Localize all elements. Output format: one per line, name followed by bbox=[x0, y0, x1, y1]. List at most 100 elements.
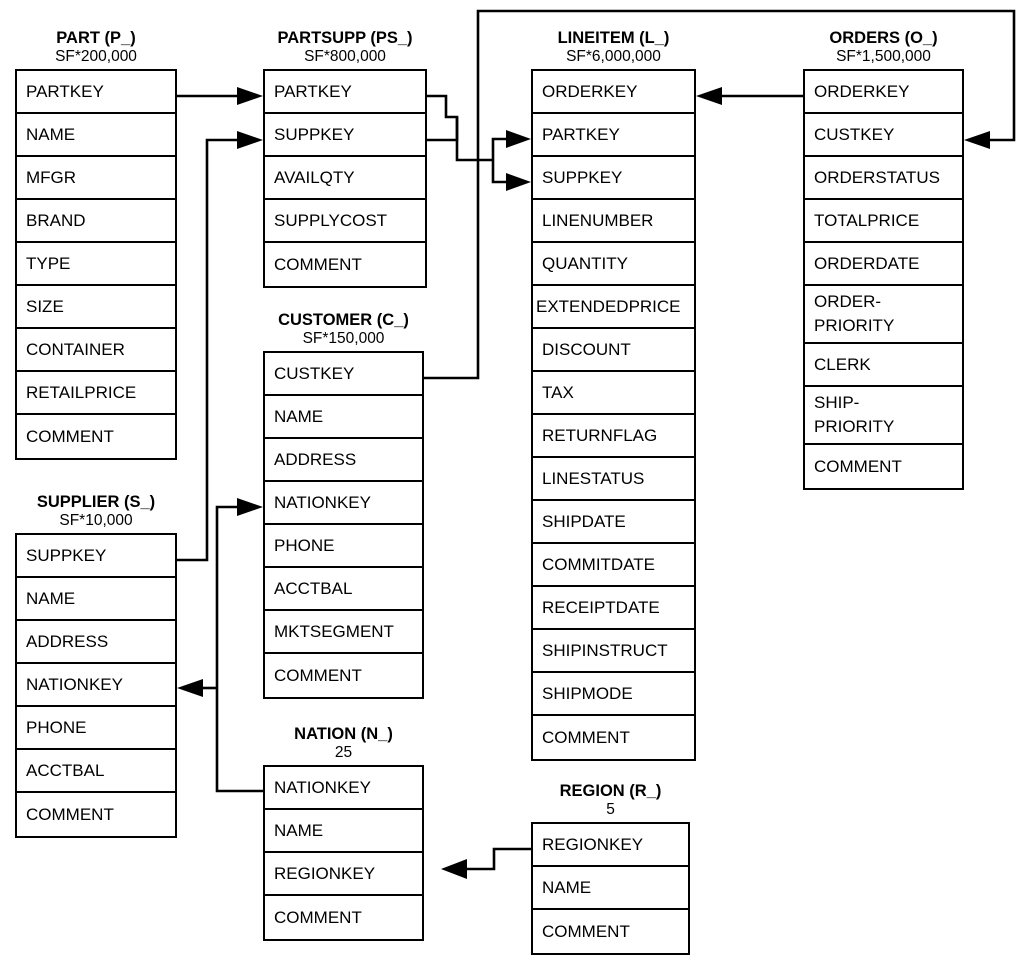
field-lineitem-returnflag: RETURNFLAG bbox=[533, 415, 694, 458]
entity-region: REGION (R_) 5 REGIONKEY NAME COMMENT bbox=[531, 781, 690, 955]
field-lineitem-shipinstruct: SHIPINSTRUCT bbox=[533, 630, 694, 673]
entity-supplier: SUPPLIER (S_) SF*10,000 SUPPKEY NAME ADD… bbox=[15, 492, 177, 838]
field-customer-comment: COMMENT bbox=[265, 654, 422, 697]
field-part-type: TYPE bbox=[17, 243, 175, 286]
field-lineitem-partkey: PARTKEY bbox=[533, 114, 694, 157]
field-orders-orderkey: ORDERKEY bbox=[805, 71, 962, 114]
field-supplier-comment: COMMENT bbox=[17, 793, 175, 836]
field-customer-nationkey: NATIONKEY bbox=[265, 482, 422, 525]
field-orders-custkey: CUSTKEY bbox=[805, 114, 962, 157]
field-supplier-suppkey: SUPPKEY bbox=[17, 535, 175, 578]
field-region-comment: COMMENT bbox=[533, 910, 688, 953]
field-lineitem-linenumber: LINENUMBER bbox=[533, 200, 694, 243]
entity-supplier-cardinality: SF*10,000 bbox=[59, 512, 133, 529]
entity-part-cardinality: SF*200,000 bbox=[55, 48, 137, 65]
entity-supplier-box: SUPPKEY NAME ADDRESS NATIONKEY PHONE ACC… bbox=[15, 533, 177, 838]
entity-partsupp-title: PARTSUPP (PS_) bbox=[277, 29, 413, 47]
connector-orders-to-lineitem bbox=[696, 87, 803, 105]
field-nation-name: NAME bbox=[265, 810, 422, 853]
field-partsupp-comment: COMMENT bbox=[265, 243, 425, 286]
entity-part-box: PARTKEY NAME MFGR BRAND TYPE SIZE CONTAI… bbox=[15, 69, 177, 460]
entity-lineitem-box: ORDERKEY PARTKEY SUPPKEY LINENUMBER QUAN… bbox=[531, 69, 696, 761]
connector-region-to-nation bbox=[441, 847, 531, 879]
field-orders-orderpriority-line1: ORDER- bbox=[814, 292, 882, 311]
entity-customer-cardinality: SF*150,000 bbox=[302, 330, 385, 347]
entity-orders: ORDERS (O_) SF*1,500,000 ORDERKEY CUSTKE… bbox=[803, 28, 964, 490]
field-orders-orderstatus: ORDERSTATUS bbox=[805, 157, 962, 200]
field-partsupp-partkey: PARTKEY bbox=[265, 71, 425, 114]
field-part-partkey: PARTKEY bbox=[17, 71, 175, 114]
field-lineitem-comment: COMMENT bbox=[533, 716, 694, 759]
entity-orders-box: ORDERKEY CUSTKEY ORDERSTATUS TOTALPRICE … bbox=[803, 69, 964, 490]
entity-nation-title: NATION (N_) bbox=[294, 725, 393, 743]
field-nation-nationkey: NATIONKEY bbox=[265, 767, 422, 810]
field-nation-comment: COMMENT bbox=[265, 896, 422, 939]
field-supplier-address: ADDRESS bbox=[17, 621, 175, 664]
field-part-retailprice: RETAILPRICE bbox=[17, 372, 175, 415]
entity-customer: CUSTOMER (C_) SF*150,000 CUSTKEY NAME AD… bbox=[263, 310, 424, 699]
entity-orders-title: ORDERS (O_) bbox=[829, 29, 938, 47]
entity-region-cardinality: 5 bbox=[606, 801, 615, 818]
field-lineitem-commitdate: COMMITDATE bbox=[533, 544, 694, 587]
field-partsupp-suppkey: SUPPKEY bbox=[265, 114, 425, 157]
field-supplier-acctbal: ACCTBAL bbox=[17, 750, 175, 793]
field-orders-orderpriority: ORDER- PRIORITY bbox=[805, 286, 962, 344]
connector-supplier-to-partsupp bbox=[177, 131, 263, 562]
field-lineitem-shipmode: SHIPMODE bbox=[533, 673, 694, 716]
entity-part-title: PART (P_) bbox=[56, 29, 136, 47]
field-nation-regionkey: REGIONKEY bbox=[265, 853, 422, 896]
field-lineitem-discount: DISCOUNT bbox=[533, 329, 694, 372]
connector-nation-to-customer bbox=[215, 498, 263, 793]
field-orders-shippriority-line1: SHIP- bbox=[814, 393, 860, 412]
field-orders-shippriority: SHIP- PRIORITY bbox=[805, 387, 962, 445]
field-part-container: CONTAINER bbox=[17, 329, 175, 372]
entity-partsupp-cardinality: SF*800,000 bbox=[304, 48, 386, 65]
entity-customer-title: CUSTOMER (C_) bbox=[278, 311, 409, 329]
field-region-regionkey: REGIONKEY bbox=[533, 824, 688, 867]
field-customer-custkey: CUSTKEY bbox=[265, 353, 422, 396]
entity-region-box: REGIONKEY NAME COMMENT bbox=[531, 822, 690, 955]
field-orders-orderdate: ORDERDATE bbox=[805, 243, 962, 286]
field-lineitem-shipdate: SHIPDATE bbox=[533, 501, 694, 544]
field-part-size: SIZE bbox=[17, 286, 175, 329]
connector-nation-to-supplier bbox=[177, 679, 217, 697]
field-customer-acctbal: ACCTBAL bbox=[265, 568, 422, 611]
field-orders-comment: COMMENT bbox=[805, 445, 962, 488]
field-customer-phone: PHONE bbox=[265, 525, 422, 568]
field-part-mfgr: MFGR bbox=[17, 157, 175, 200]
field-customer-name: NAME bbox=[265, 396, 422, 439]
connector-partsupp-to-lineitem bbox=[427, 94, 531, 191]
field-supplier-name: NAME bbox=[17, 578, 175, 621]
field-orders-clerk: CLERK bbox=[805, 344, 962, 387]
entity-partsupp-box: PARTKEY SUPPKEY AVAILQTY SUPPLYCOST COMM… bbox=[263, 69, 427, 288]
field-part-name: NAME bbox=[17, 114, 175, 157]
field-part-comment: COMMENT bbox=[17, 415, 175, 458]
connector-part-to-partsupp bbox=[177, 87, 263, 105]
entity-part: PART (P_) SF*200,000 PARTKEY NAME MFGR B… bbox=[15, 28, 177, 460]
field-supplier-phone: PHONE bbox=[17, 707, 175, 750]
entity-lineitem: LINEITEM (L_) SF*6,000,000 ORDERKEY PART… bbox=[531, 28, 696, 761]
field-lineitem-suppkey: SUPPKEY bbox=[533, 157, 694, 200]
field-lineitem-linestatus: LINESTATUS bbox=[533, 458, 694, 501]
field-orders-shippriority-line2: PRIORITY bbox=[814, 417, 895, 436]
entity-partsupp: PARTSUPP (PS_) SF*800,000 PARTKEY SUPPKE… bbox=[263, 28, 427, 288]
entity-region-title: REGION (R_) bbox=[559, 782, 662, 800]
field-orders-orderpriority-line2: PRIORITY bbox=[814, 316, 895, 335]
field-partsupp-supplycost: SUPPLYCOST bbox=[265, 200, 425, 243]
field-lineitem-extendedprice: EXTENDEDPRICE bbox=[533, 286, 694, 329]
entity-supplier-title: SUPPLIER (S_) bbox=[36, 493, 156, 511]
field-customer-address: ADDRESS bbox=[265, 439, 422, 482]
entity-nation: NATION (N_) 25 NATIONKEY NAME REGIONKEY … bbox=[263, 724, 424, 941]
entity-lineitem-title: LINEITEM (L_) bbox=[557, 29, 670, 47]
entity-lineitem-cardinality: SF*6,000,000 bbox=[566, 48, 661, 65]
field-lineitem-receiptdate: RECEIPTDATE bbox=[533, 587, 694, 630]
field-lineitem-orderkey: ORDERKEY bbox=[533, 71, 694, 114]
entity-orders-cardinality: SF*1,500,000 bbox=[836, 48, 931, 65]
field-lineitem-quantity: QUANTITY bbox=[533, 243, 694, 286]
field-part-brand: BRAND bbox=[17, 200, 175, 243]
field-lineitem-tax: TAX bbox=[533, 372, 694, 415]
entity-nation-box: NATIONKEY NAME REGIONKEY COMMENT bbox=[263, 765, 424, 941]
field-orders-totalprice: TOTALPRICE bbox=[805, 200, 962, 243]
field-supplier-nationkey: NATIONKEY bbox=[17, 664, 175, 707]
